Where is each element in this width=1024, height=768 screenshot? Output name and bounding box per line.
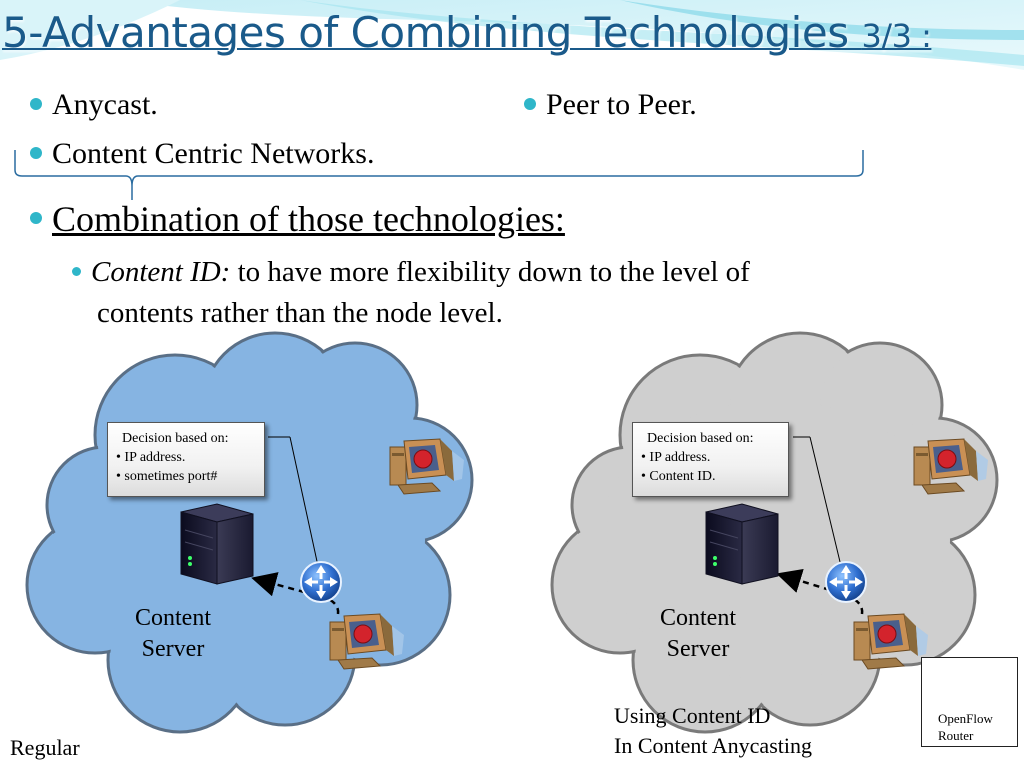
right-server-label: Content Server <box>643 603 753 665</box>
label-line: Server <box>141 636 205 662</box>
right-decision-note: Decision based on: • IP address. • Conte… <box>632 422 789 497</box>
note-item: • sometimes port# <box>116 469 218 484</box>
content-id-term: Content ID: <box>91 256 231 288</box>
bullet-text: Peer to Peer. <box>546 88 697 121</box>
title-suffix: 3/3 : <box>861 17 932 55</box>
caption-line: In Content Anycasting <box>614 733 812 758</box>
openflow-router-icon[interactable] <box>825 561 867 603</box>
label-line: Server <box>666 636 730 662</box>
bullet-dot <box>30 212 42 224</box>
note-item: • Content ID. <box>641 469 716 484</box>
openflow-router-icon[interactable] <box>300 561 342 603</box>
note-header: Decision based on: <box>647 431 754 446</box>
bullet-ccn: Content Centric Networks. <box>30 137 374 171</box>
combination-heading: Combination of those technologies: <box>30 198 565 240</box>
bullet-text: Anycast. <box>52 88 158 121</box>
legend-label-line: OpenFlow <box>938 711 993 726</box>
content-id-description: to have more flexibility down to the lev… <box>230 256 750 288</box>
brace <box>14 150 864 200</box>
title-main: 5-Advantages of Combining Technologies <box>2 8 862 57</box>
content-id-bullet: Content ID: to have more flexibility dow… <box>72 252 750 334</box>
legend-label: OpenFlow Router <box>938 710 993 744</box>
legend-label-line: Router <box>938 728 974 743</box>
legend: OpenFlow Router <box>921 657 1018 747</box>
bullet-dot <box>30 147 42 159</box>
caption-line: Using Content ID <box>614 703 771 728</box>
note-item: • IP address. <box>116 450 186 465</box>
label-line: Content <box>135 605 211 631</box>
left-server-label: Content Server <box>118 603 228 665</box>
note-header: Decision based on: <box>122 431 229 446</box>
content-id-description-cont: contents rather than the node level. <box>97 297 503 329</box>
slide-title: 5-Advantages of Combining Technologies 3… <box>2 8 932 57</box>
bullet-text: Content Centric Networks. <box>52 137 375 170</box>
label-line: Content <box>660 605 736 631</box>
note-item: • IP address. <box>641 450 711 465</box>
left-decision-note: Decision based on: • IP address. • somet… <box>107 422 265 497</box>
server-icon <box>180 503 254 585</box>
left-caption: Regular <box>10 735 80 760</box>
heading-text: Combination of those technologies: <box>52 199 565 239</box>
bullet-anycast: Anycast. <box>30 88 158 122</box>
server-icon <box>705 503 779 585</box>
bullet-dot <box>30 98 42 110</box>
bullet-dot <box>72 266 81 276</box>
bullet-dot <box>524 98 536 110</box>
right-caption: Using Content ID In Content Anycasting <box>614 701 812 761</box>
bullet-p2p: Peer to Peer. <box>524 88 697 122</box>
